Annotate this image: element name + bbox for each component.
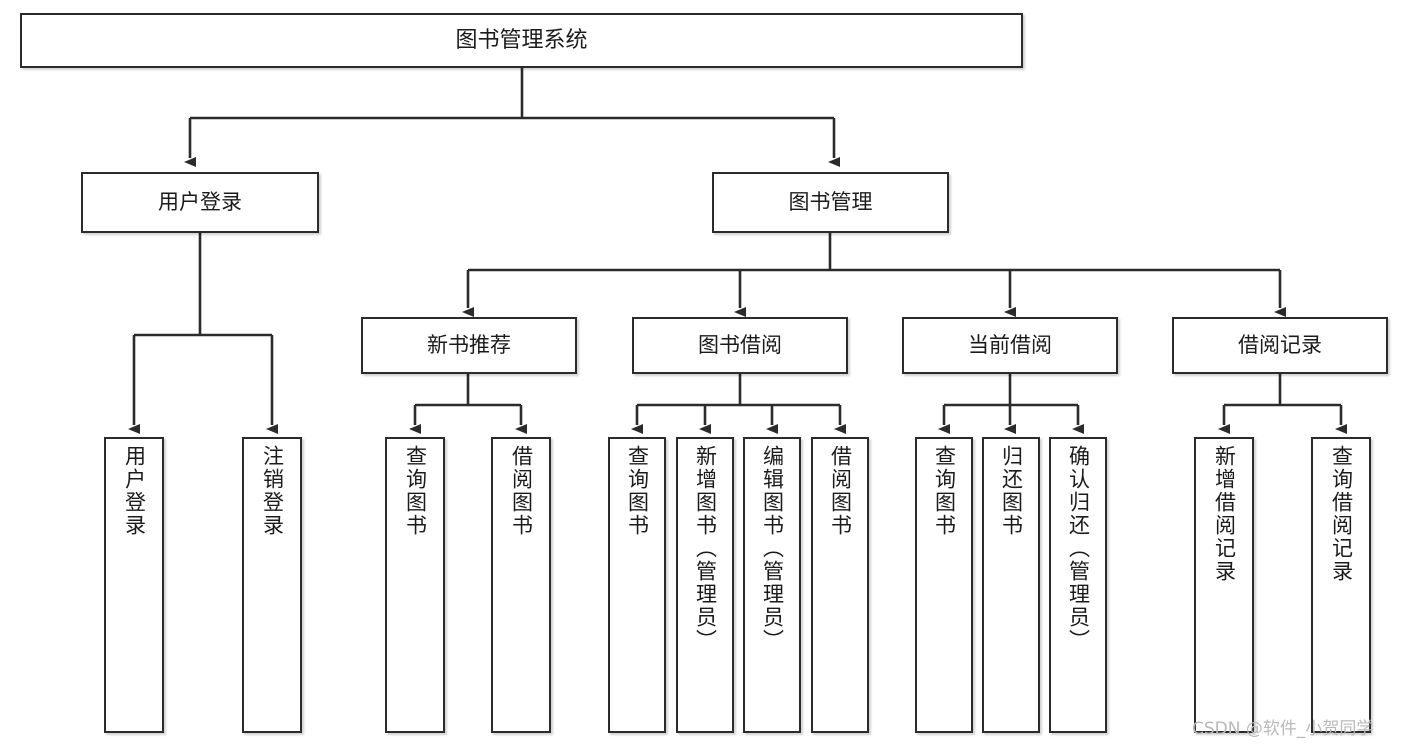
- node-root-library-system[interactable]: 图书管理系统: [20, 13, 1023, 68]
- node-label: 图书管理系统: [455, 27, 588, 53]
- node-label: 用户登录: [122, 445, 147, 537]
- leaf-new-book-borrow[interactable]: 借阅图书: [491, 437, 551, 733]
- node-current-borrow[interactable]: 当前借阅: [902, 317, 1118, 374]
- node-label: 图书借阅: [698, 333, 782, 358]
- leaf-current-borrow-confirm[interactable]: 确认归还（管理员）: [1049, 437, 1107, 733]
- leaf-borrow-record-add[interactable]: 新增借阅记录: [1194, 437, 1254, 733]
- node-book-management[interactable]: 图书管理: [712, 172, 949, 233]
- leaf-book-borrow-add[interactable]: 新增图书（管理员）: [676, 437, 734, 733]
- node-label: 查询图书: [403, 445, 428, 537]
- leaf-user-login-logout[interactable]: 注销登录: [242, 437, 302, 733]
- leaf-borrow-record-query[interactable]: 查询借阅记录: [1311, 437, 1371, 733]
- leaf-book-borrow-edit[interactable]: 编辑图书（管理员）: [743, 437, 801, 733]
- leaf-current-borrow-query[interactable]: 查询图书: [915, 437, 973, 733]
- node-label: 新书推荐: [427, 333, 511, 358]
- node-label: 归还图书: [999, 445, 1024, 537]
- node-label: 借阅记录: [1238, 333, 1322, 358]
- node-label: 图书管理: [788, 190, 873, 215]
- node-label: 查询借阅记录: [1329, 445, 1354, 583]
- node-label: 查询图书: [625, 445, 650, 537]
- node-label: 注销登录: [260, 445, 285, 537]
- leaf-book-borrow-query[interactable]: 查询图书: [608, 437, 666, 733]
- leaf-current-borrow-return[interactable]: 归还图书: [982, 437, 1040, 733]
- node-label: 编辑图书（管理员）: [760, 445, 785, 652]
- node-label: 借阅图书: [509, 445, 534, 537]
- node-label: 新增图书（管理员）: [693, 445, 718, 652]
- leaf-new-book-query[interactable]: 查询图书: [385, 437, 445, 733]
- node-label: 借阅图书: [828, 445, 853, 537]
- leaf-book-borrow-borrow[interactable]: 借阅图书: [811, 437, 869, 733]
- node-label: 查询图书: [932, 445, 957, 537]
- watermark-csdn: CSDN @软件_小贺同学: [1192, 719, 1374, 739]
- node-book-borrow[interactable]: 图书借阅: [632, 317, 848, 374]
- node-label: 新增借阅记录: [1212, 445, 1237, 583]
- node-label: 当前借阅: [968, 333, 1052, 358]
- leaf-user-login-login[interactable]: 用户登录: [104, 437, 164, 733]
- node-borrow-record[interactable]: 借阅记录: [1172, 317, 1388, 374]
- node-label: 用户登录: [158, 190, 242, 215]
- node-label: 确认归还（管理员）: [1066, 445, 1091, 652]
- node-user-login[interactable]: 用户登录: [81, 172, 319, 233]
- node-new-book-recommend[interactable]: 新书推荐: [361, 317, 577, 374]
